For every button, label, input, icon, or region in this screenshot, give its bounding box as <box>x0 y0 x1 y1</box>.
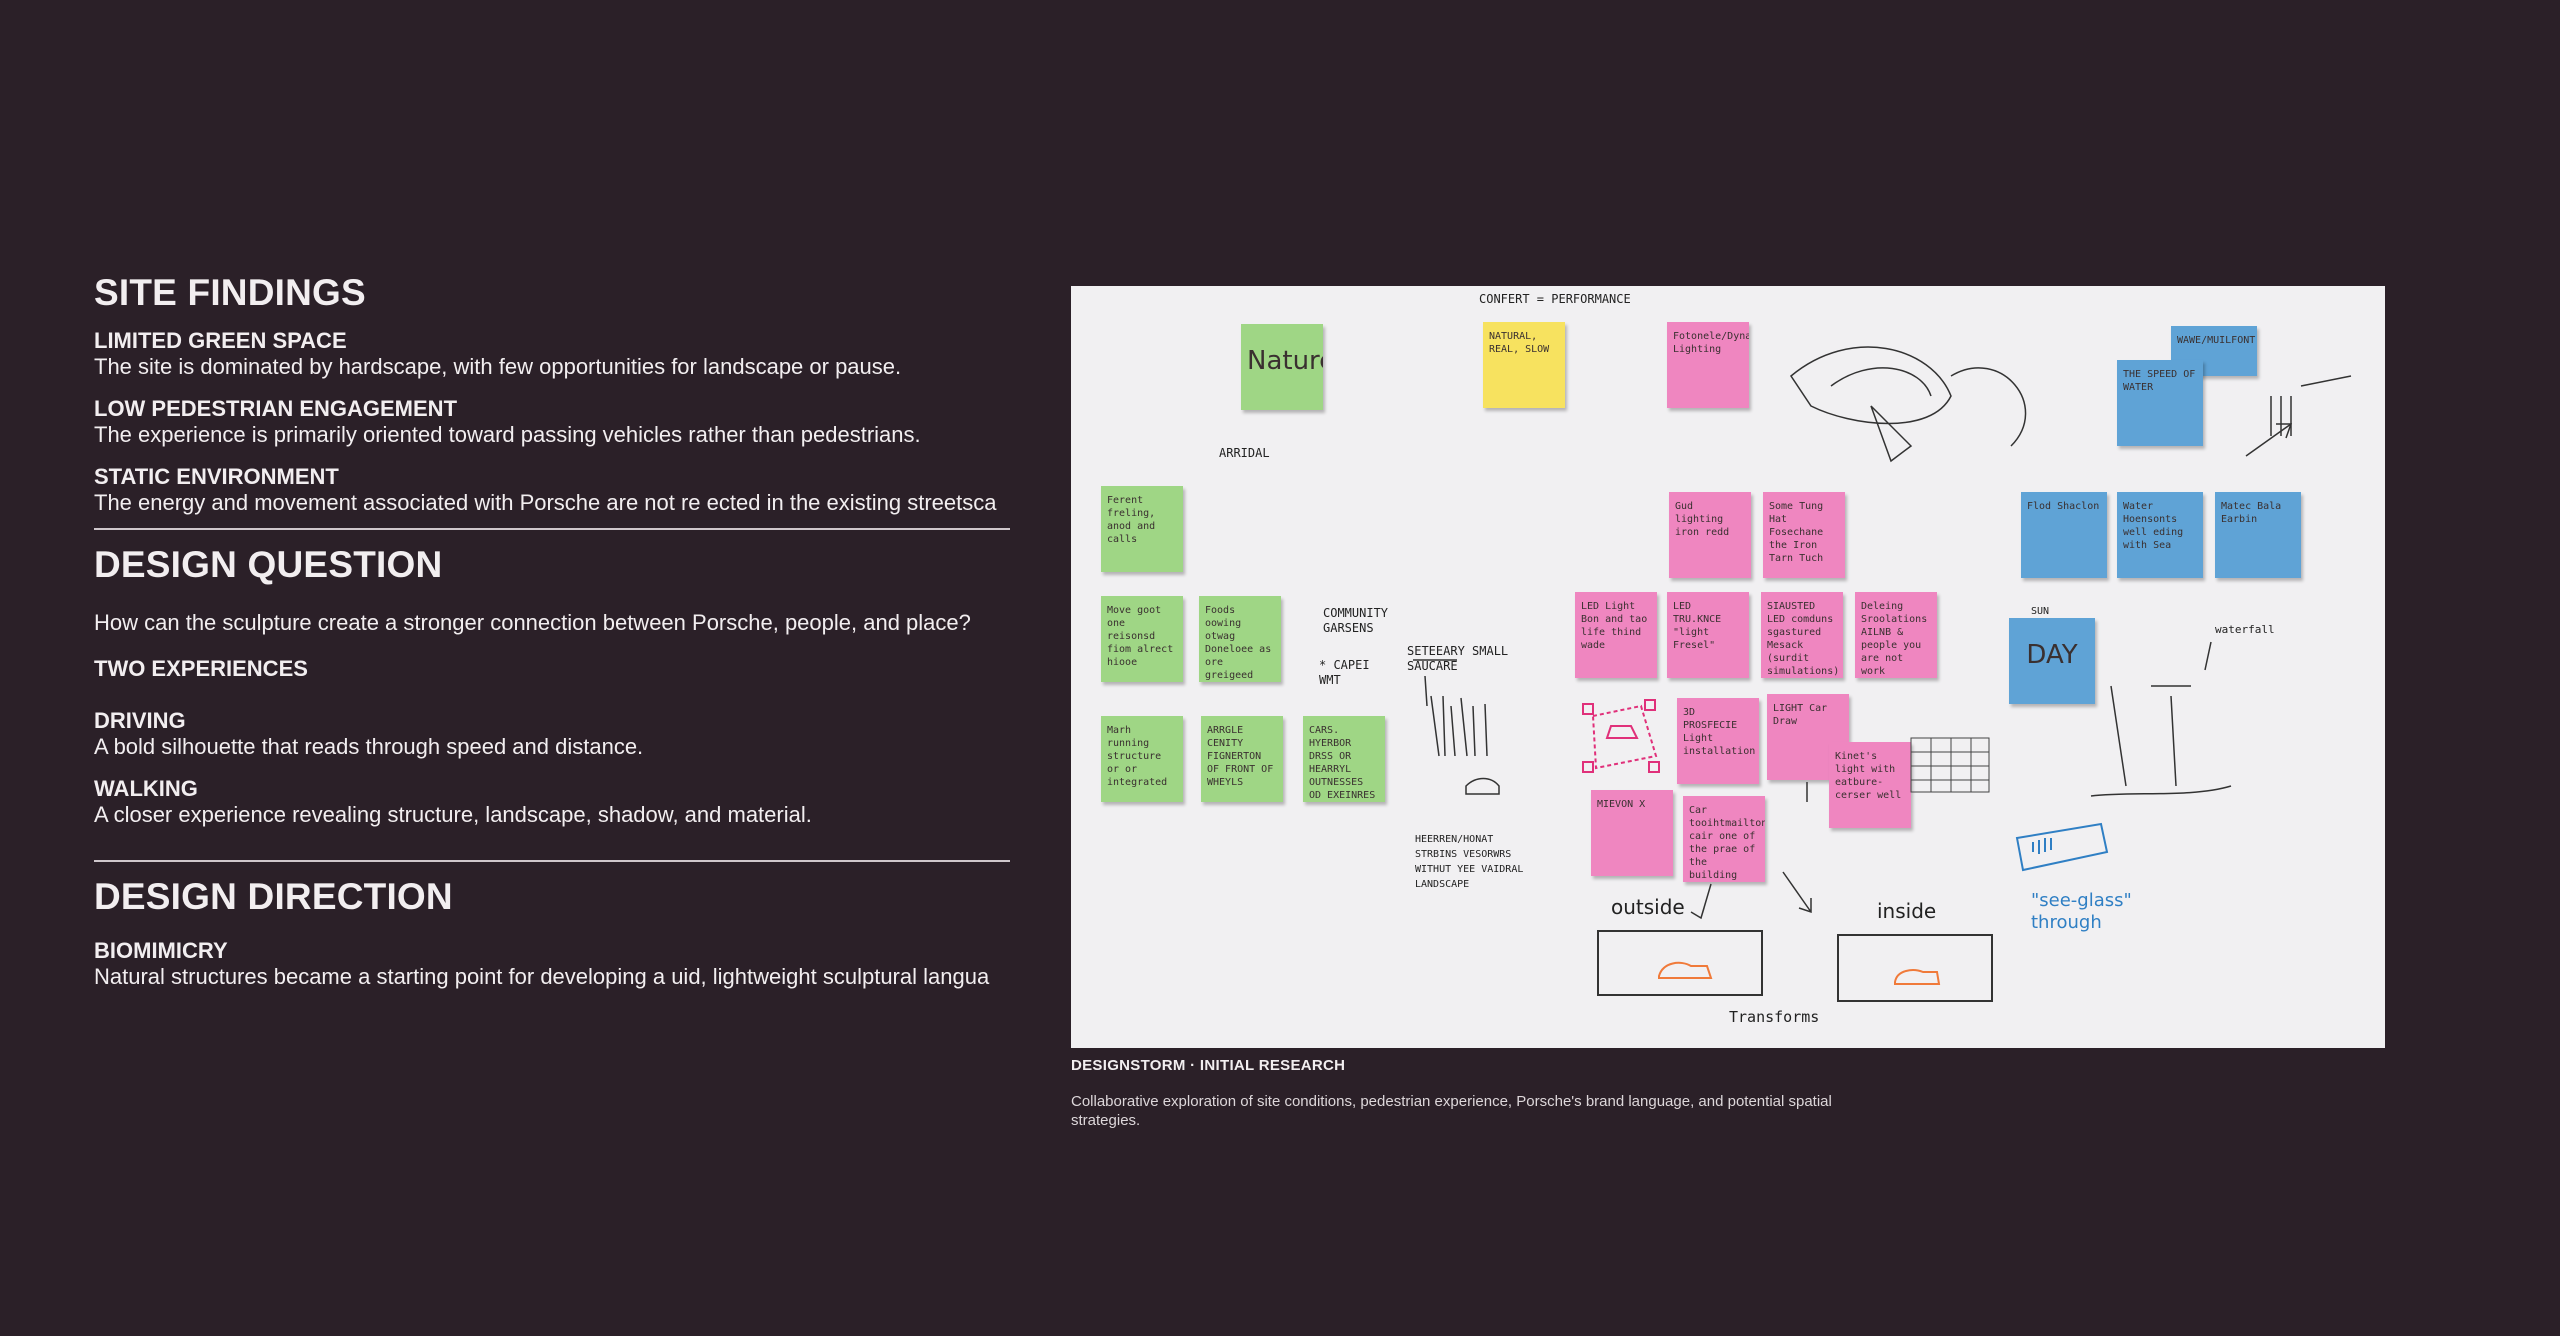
text-column: SITE FINDINGS LIMITED GREEN SPACE The si… <box>94 272 1010 990</box>
setteary-label: SETEEARY SMALL SAUCARE <box>1407 644 1509 673</box>
heeren-label: HEERREN/HONAT STRBINS VESORWRS WITHUT YE… <box>1415 834 1524 890</box>
see-glass-label: "see-glass" through <box>2031 890 2132 933</box>
sun-label: SUN <box>2031 606 2050 617</box>
finding-heading: LOW PEDESTRIAN ENGAGEMENT <box>94 396 458 421</box>
sticky-note: Foods oowing otwag Doneloee as ore greig… <box>1199 596 1281 682</box>
experience-heading: WALKING <box>94 776 198 801</box>
transforms-label: Transforms <box>1729 1008 1820 1026</box>
sticky-note: NATURAL, REAL, SLOW <box>1483 322 1565 408</box>
sticky-note: MIEVON X <box>1591 790 1673 876</box>
inside-label: inside <box>1877 899 1937 923</box>
direction-text: Natural structures became a starting poi… <box>94 964 990 989</box>
experience-text: A bold silhouette that reads through spe… <box>94 734 644 759</box>
finding-heading: STATIC ENVIRONMENT <box>94 464 339 489</box>
finding-text: The site is dominated by hardscape, with… <box>94 354 902 379</box>
finding-heading: LIMITED GREEN SPACE <box>94 328 347 353</box>
sticky-note: SIAUSTED LED comduns sgastured Mesack (s… <box>1761 592 1843 678</box>
sticky-note: LED TRU.KNCE "light Fresel" <box>1667 592 1749 678</box>
sticky-note: Deleing Sroolations AILNB & people you a… <box>1855 592 1937 678</box>
sticky-note: Some Tung Hat Fosechane the Iron Tarn Tu… <box>1763 492 1845 578</box>
direction-heading: BIOMIMICRY <box>94 938 228 963</box>
design-direction-title: DESIGN DIRECTION <box>94 876 453 917</box>
sticky-note: Kinet's light with eatbure-cerser well <box>1829 742 1911 828</box>
sticky-note: ARRGLE CENITY FIGNERTON OF FRONT OF WHEY… <box>1201 716 1283 802</box>
divider <box>94 860 1010 862</box>
sticky-note: Move goot one reisonsd fiom alrect hiooe <box>1101 596 1183 682</box>
sticky-note: Gud lighting iron redd <box>1669 492 1751 578</box>
sketch-box <box>1597 930 1763 996</box>
top-label: CONFERT = PERFORMANCE <box>1479 292 1631 306</box>
community-label: COMMUNITY GARSENS <box>1323 606 1389 635</box>
sticky-note: LED Light Bon and tao life thind wade <box>1575 592 1657 678</box>
sticky-note: Water Hoensonts well eding with Sea <box>2117 492 2203 578</box>
design-question-text: How can the sculpture create a stronger … <box>94 610 971 635</box>
design-question-title: DESIGN QUESTION <box>94 544 443 585</box>
outside-label: outside <box>1611 895 1685 919</box>
sticky-note: 3D PROSFECIE Light installation <box>1677 698 1759 784</box>
sticky-note: DAY <box>2009 618 2095 704</box>
sticky-note: Nature <box>1241 324 1323 410</box>
finding-text: The experience is primarily oriented tow… <box>94 422 921 447</box>
divider <box>94 528 1010 530</box>
sticky-note: Car tooihtmailton cair one of the prae o… <box>1683 796 1765 882</box>
sticky-note: CARS. HYERBOR DRSS OR HEARRYL OUTNESSES … <box>1303 716 1385 802</box>
sticky-note: THE SPEED OF WATER <box>2117 360 2203 446</box>
whiteboard-photo: CONFERT = PERFORMANCE ARRIDAL Nature NAT… <box>1071 286 2385 1048</box>
experience-text: A closer experience revealing structure,… <box>94 802 812 827</box>
arridal-label: ARRIDAL <box>1219 446 1270 460</box>
waterfall-label: waterfall <box>2215 623 2275 636</box>
sticky-note: Fotonele/Dynamic Lighting <box>1667 322 1749 408</box>
sketch-box <box>1837 934 1993 1002</box>
figure-caption-text: Collaborative exploration of site condit… <box>1071 1093 1832 1129</box>
experience-heading: DRIVING <box>94 708 186 733</box>
sticky-note: Flod Shaclon <box>2021 492 2107 578</box>
site-findings-title: SITE FINDINGS <box>94 272 366 313</box>
sticky-note: Matec Bala Earbin <box>2215 492 2301 578</box>
sticky-note: Marh running structure or or integrated <box>1101 716 1183 802</box>
figure-caption-title: DESIGNSTORM · INITIAL RESEARCH <box>1071 1057 1346 1074</box>
finding-text: The energy and movement associated with … <box>94 490 997 515</box>
capei-label: * CAPEI WMT <box>1319 658 1370 687</box>
sticky-note: Ferent freling, anod and calls <box>1101 486 1183 572</box>
two-experiences-heading: TWO EXPERIENCES <box>94 656 308 681</box>
